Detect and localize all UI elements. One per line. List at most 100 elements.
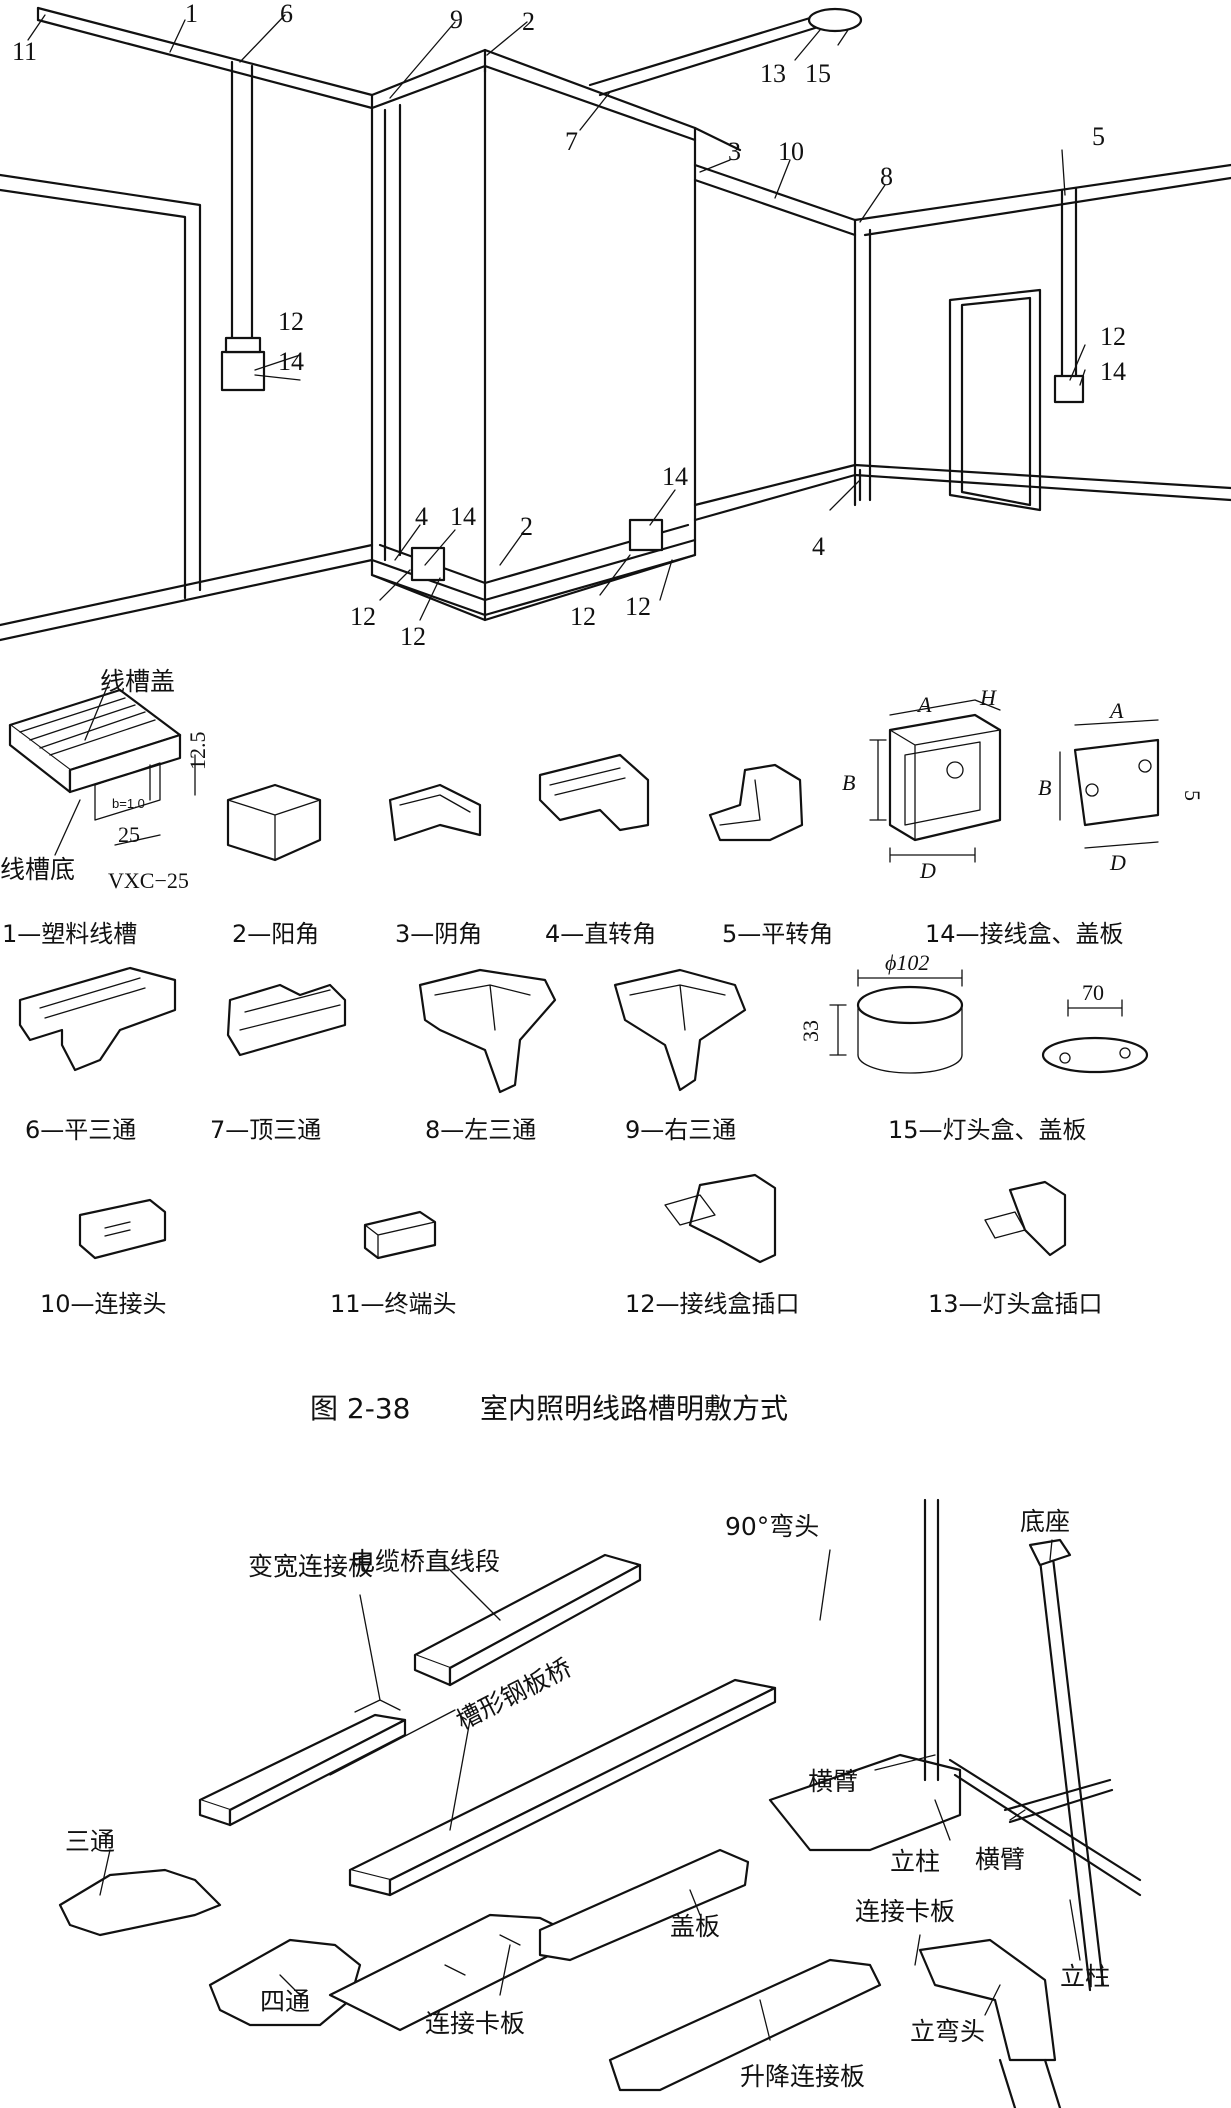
box-dim-a: A	[916, 692, 932, 717]
callout-13: 13	[760, 59, 786, 88]
callout-lines	[27, 14, 1086, 621]
callout-14-left: 14	[278, 347, 304, 376]
callout-4b: 4	[812, 532, 825, 561]
label-post-2: 立柱	[1060, 1962, 1110, 1991]
part-top-tee	[226, 983, 347, 1057]
callout-10: 10	[778, 137, 804, 166]
part-15-caption: 15—灯头盒、盖板	[888, 1116, 1087, 1144]
cover-dim-d: D	[1109, 850, 1126, 875]
parts-row3-captions: 10—连接头 11—终端头 12—接线盒插口 13—灯头盒插口	[40, 1290, 1103, 1318]
trough-thickness: b=1.0	[112, 796, 145, 811]
label-lift-plate: 升降连接板	[740, 2062, 865, 2091]
trough-cover-label: 线槽盖	[100, 667, 175, 696]
room-scene	[0, 6, 1231, 642]
part-1-caption: 1—塑料线槽	[2, 920, 137, 948]
part-10-caption: 10—连接头	[40, 1290, 167, 1318]
part-left-tee	[418, 968, 557, 1094]
part-connector	[78, 1198, 167, 1260]
part-3-caption: 3—阴角	[395, 920, 482, 948]
callout-7: 7	[565, 127, 578, 156]
lamp-cover-width: 70	[1082, 980, 1104, 1005]
part-right-tee	[613, 968, 747, 1092]
cover-dim-b: B	[1038, 775, 1051, 800]
part-11-caption: 11—终端头	[330, 1290, 457, 1318]
part-straight-corner	[538, 753, 650, 832]
junction-cover-part: A B D 5	[1038, 698, 1205, 875]
trough-model: VXC−25	[108, 868, 189, 893]
callout-12-b: 12	[400, 622, 426, 651]
callout-3: 3	[728, 137, 741, 166]
box-dim-h: H	[979, 685, 997, 710]
label-cover: 盖板	[670, 1912, 720, 1941]
part-8-caption: 8—左三通	[425, 1116, 536, 1144]
box-dim-d: D	[919, 858, 936, 883]
cover-dim-t: 5	[1180, 790, 1205, 801]
callout-12-c: 12	[570, 602, 596, 631]
parts-row2-captions: 6—平三通 7—顶三通 8—左三通 9—右三通 15—灯头盒、盖板	[25, 1116, 1087, 1144]
callout-12-a: 12	[350, 602, 376, 631]
callout-14-right: 14	[1100, 357, 1126, 386]
label-post-1: 立柱	[890, 1847, 940, 1876]
tray-leaders	[99, 1539, 1081, 2041]
callout-14-col: 14	[662, 462, 688, 491]
callout-2b: 2	[520, 512, 533, 541]
label-cross: 四通	[260, 1987, 310, 2016]
trough-base-label: 线槽底	[0, 855, 75, 884]
part-lamp-socket	[984, 1180, 1067, 1257]
figure-number: 图 2-38	[310, 1392, 410, 1425]
part-end-cap	[363, 1210, 437, 1260]
part-inner-corner	[388, 783, 482, 842]
cable-tray-scene	[58, 1498, 1142, 2108]
part-6-caption: 6—平三通	[25, 1116, 136, 1144]
junction-box-left	[220, 350, 266, 392]
figure-title: 室内照明线路槽明敷方式	[480, 1392, 788, 1425]
callout-9: 9	[450, 5, 463, 34]
trough-height: 12.5	[185, 732, 210, 771]
callout-12-left: 12	[278, 307, 304, 336]
callout-numbers: 11 1 6 9 2 7 3 10 8 5 13 15 12 14 12 14 …	[12, 0, 1126, 651]
part-14-caption: 14—接线盒、盖板	[925, 920, 1124, 948]
label-widen-plate: 变宽连接板	[248, 1552, 373, 1581]
label-arm-1: 横臂	[808, 1767, 858, 1796]
part-12-caption: 12—接线盒插口	[625, 1290, 800, 1318]
trough-section: 线槽盖 线槽底 VXC−25 25 12.5 b=1.0	[0, 667, 210, 893]
junction-box-col-right	[628, 518, 664, 552]
part-9-caption: 9—右三通	[625, 1116, 736, 1144]
parts-row1-captions: 1—塑料线槽 2—阳角 3—阴角 4—直转角 5—平转角 14—接线盒、盖板	[2, 920, 1124, 948]
part-4-caption: 4—直转角	[545, 920, 656, 948]
trough-width: 25	[118, 822, 140, 847]
part-flat-tee	[18, 966, 177, 1072]
label-vertical-elbow: 立弯头	[910, 2017, 985, 2046]
part-lamp-box: ϕ102 33	[798, 950, 964, 1074]
callout-12-right: 12	[1100, 322, 1126, 351]
callout-14-mid: 14	[450, 502, 476, 531]
junction-box-right	[1053, 374, 1085, 404]
callout-6: 6	[280, 0, 293, 28]
junction-box-col-left	[410, 546, 446, 582]
callout-4a: 4	[415, 502, 428, 531]
label-base: 底座	[1020, 1507, 1070, 1536]
label-clip-2: 连接卡板	[855, 1897, 955, 1926]
callout-12-d: 12	[625, 592, 651, 621]
box-dim-b: B	[842, 770, 855, 795]
part-13-caption: 13—灯头盒插口	[928, 1290, 1103, 1318]
part-5-caption: 5—平转角	[722, 920, 833, 948]
callout-11: 11	[12, 37, 37, 66]
label-straight-section: 电缆桥直线段	[350, 1547, 500, 1576]
label-tee: 三通	[65, 1827, 115, 1856]
label-90-elbow: 90°弯头	[725, 1512, 819, 1541]
lamp-box-diameter: ϕ102	[885, 950, 929, 975]
lamp-box	[807, 7, 863, 33]
callout-15: 15	[805, 59, 831, 88]
part-2-caption: 2—阳角	[232, 920, 319, 948]
lamp-box-height: 33	[798, 1020, 823, 1042]
part-lamp-cover: 70	[1041, 980, 1149, 1074]
label-arm-2: 横臂	[975, 1845, 1025, 1874]
part-box-socket	[664, 1173, 777, 1264]
part-outer-corner	[226, 783, 322, 862]
junction-box-part: A H B D	[842, 685, 1002, 883]
figure-caption: 图 2-38 室内照明线路槽明敷方式	[310, 1392, 788, 1425]
callout-2a: 2	[522, 7, 535, 36]
label-clip-1: 连接卡板	[425, 2009, 525, 2038]
